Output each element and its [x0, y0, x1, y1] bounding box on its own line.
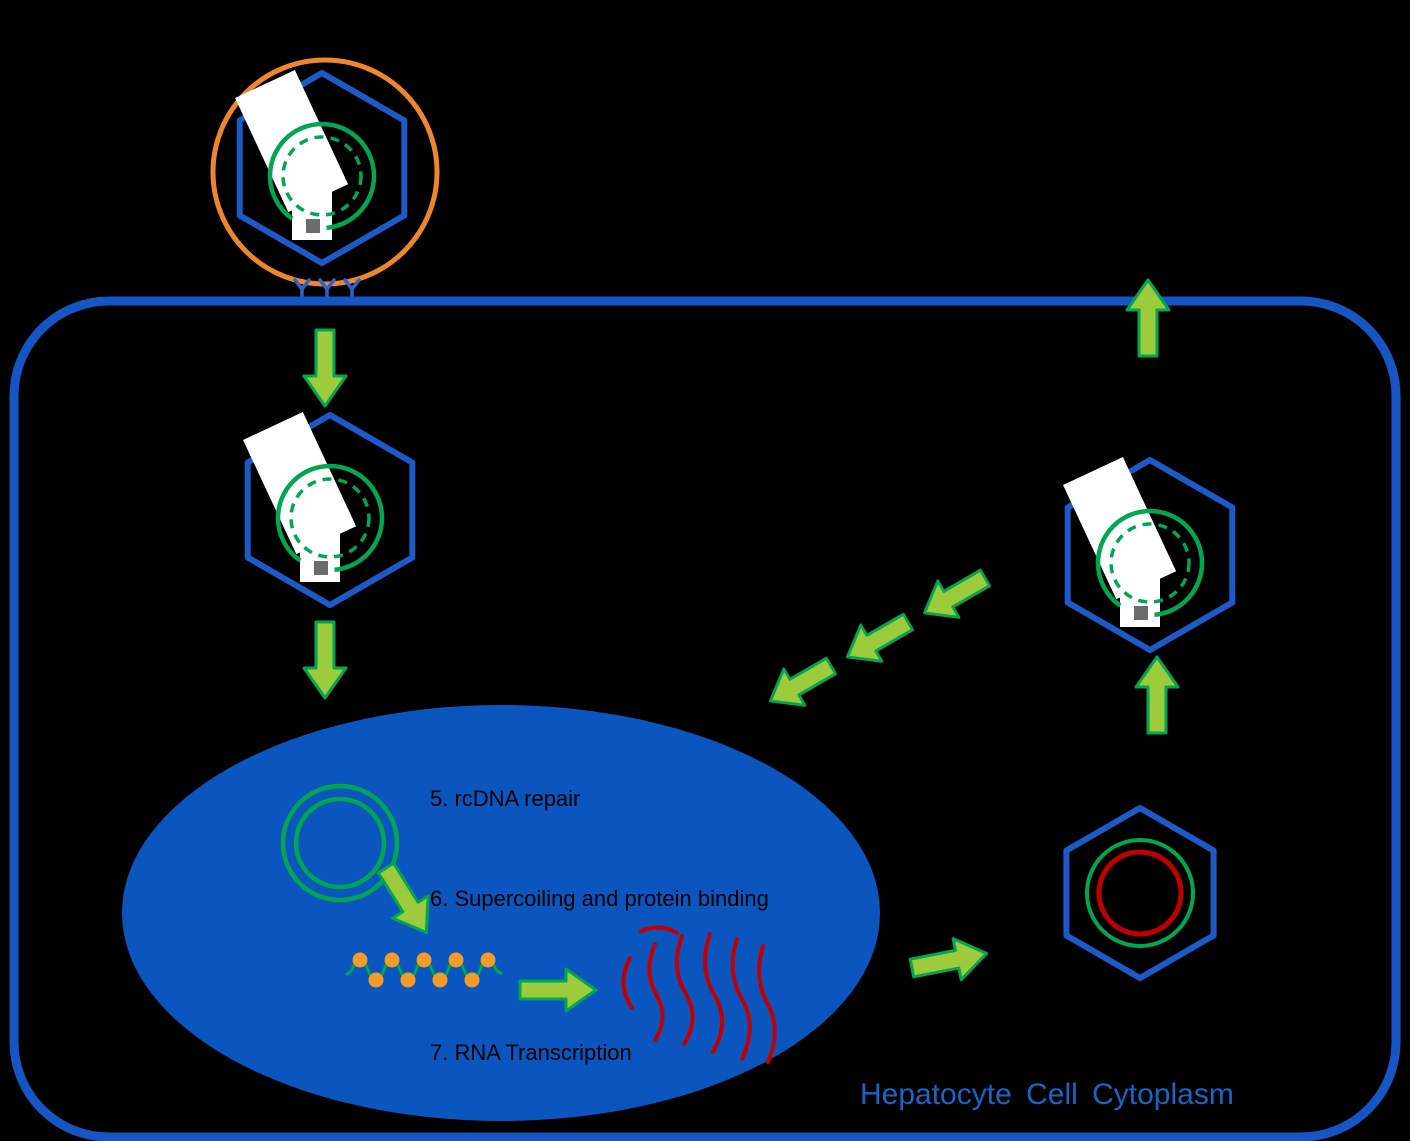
recycling-arrow-icon [758, 646, 843, 721]
egress-arrow-icon [1125, 278, 1171, 358]
mature-capsid-icon [1063, 457, 1232, 650]
cytoplasm-label: Hepatocyte Cell Cytoplasm [860, 1078, 1234, 1111]
recycling-arrow-icon [835, 602, 920, 677]
capsid-recycling-arrows [758, 558, 997, 721]
rna-export-arrow-icon [906, 931, 993, 991]
cytoplasmic-capsid-icon [243, 412, 412, 605]
rna-transcripts-icon [621, 925, 777, 1064]
extracellular-virion-capsid-icon [235, 70, 404, 263]
recycling-arrow-icon [912, 558, 997, 633]
pgrna-capsid-icon [1063, 805, 1217, 981]
cell-membrane [9, 296, 1401, 1141]
nuclear-transport-arrow-icon [302, 620, 348, 700]
step5-label: 5. rcDNA repair [430, 786, 580, 811]
cccdna-icon [280, 783, 400, 903]
step7-label: 7. RNA Transcription [430, 1040, 632, 1065]
chromatin-beads-icon [345, 952, 503, 988]
maturation-arrow-icon [1134, 655, 1180, 735]
entry-arrow-icon [302, 328, 348, 408]
step6-label: 6. Supercoiling and protein binding [430, 886, 769, 911]
